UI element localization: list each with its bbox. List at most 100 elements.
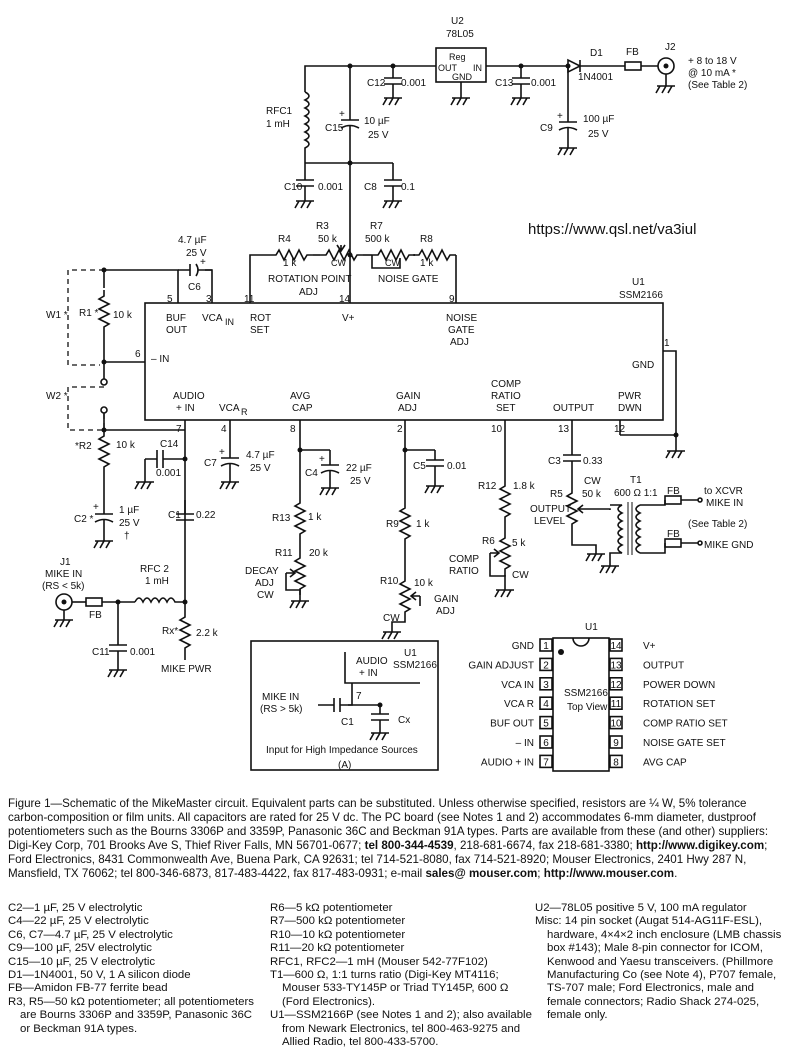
ferrite-bead-fb-out1 [664, 495, 682, 505]
svg-text:0.001: 0.001 [130, 647, 155, 658]
svg-text:C4: C4 [305, 468, 318, 479]
svg-text:– IN: – IN [151, 354, 169, 365]
svg-text:SET: SET [496, 403, 515, 414]
ferrite-bead-fb-out2 [664, 538, 682, 548]
svg-text:4: 4 [221, 424, 227, 435]
svg-text:C6: C6 [188, 282, 201, 293]
parts-list-item: D1—1N4001, 50 V, 1 A silicon diode [8, 969, 191, 982]
svg-text:+ 8 to 18 V: + 8 to 18 V [688, 56, 737, 67]
svg-text:0.01: 0.01 [447, 461, 467, 472]
parts-list-item: R10—10 kΩ potentiometer [270, 928, 406, 941]
pinout-left-pin-box [539, 696, 553, 711]
caption-emphasis: sales@ mouser.com [425, 867, 538, 880]
svg-text:100 µF: 100 µF [583, 114, 614, 125]
parts-list-item: R3, R5—50 kΩ potentiometer; all potentio… [8, 995, 254, 1035]
svg-text:U1: U1 [632, 277, 645, 288]
svg-text:22 µF: 22 µF [346, 463, 372, 474]
svg-text:CAP: CAP [292, 403, 313, 414]
capacitor-c14: C14 0.001 [134, 439, 188, 490]
parts-list-item: C6, C7—4.7 µF, 25 V electrolytic [8, 928, 173, 941]
svg-text:ADJ: ADJ [450, 337, 469, 348]
jumper-w1: W1 * [46, 310, 68, 321]
pinout-left-pin-number: 1 [543, 641, 549, 652]
svg-text:C11: C11 [92, 647, 110, 658]
figure-caption: Figure 1—Schematic of the MikeMaster cir… [8, 797, 780, 881]
pinout-right-pin-label: V+ [643, 641, 656, 652]
r9-ref: R9 [386, 519, 399, 530]
pinout-left-pin-box [539, 657, 553, 672]
svg-text:1 mH: 1 mH [266, 119, 290, 130]
svg-text:14: 14 [339, 294, 351, 305]
voltage-regulator-u2: Reg OUT IN GND U2 78L05 [435, 16, 487, 83]
r12-value: 1.8 k [513, 481, 536, 492]
schematic: https://www.qsl.net/va3iul Reg OUT IN GN… [42, 16, 753, 772]
output-level-label: OUTPUT [530, 504, 571, 515]
svg-text:+: + [319, 454, 325, 465]
r6-cw: CW [512, 570, 529, 581]
xcvr-table-note: (See Table 2) [688, 519, 747, 530]
r10-value: 10 k [414, 578, 434, 589]
parts-list-item: T1—600 Ω, 1:1 turns ratio (Digi-Key MT41… [270, 969, 509, 1008]
fb-j1-label: FB [89, 610, 102, 621]
pinout-right-pin-number: 12 [610, 680, 622, 691]
caption-text: ; Ford Electronics, 8431 Commonwealth Av… [8, 839, 768, 880]
svg-text:†: † [124, 531, 130, 542]
capacitor-c5: C5 0.01 [413, 450, 467, 494]
svg-text:SET: SET [250, 325, 269, 336]
svg-text:2: 2 [397, 424, 403, 435]
rx-ref: Rx* [162, 626, 178, 637]
svg-text:U1: U1 [585, 622, 598, 633]
svg-text:10 µF: 10 µF [364, 116, 390, 127]
mike-pwr-label: MIKE PWR [161, 664, 212, 675]
pinout-left-pin-label: – IN [516, 738, 534, 749]
svg-text:Cx: Cx [398, 715, 410, 726]
svg-text:4.7 µF: 4.7 µF [246, 450, 275, 461]
mike-gnd-label: MIKE GND [704, 540, 753, 551]
connector-j1: J1 MIKE IN (RS < 5k) [42, 557, 85, 628]
parts-list-item: R7—500 kΩ potentiometer [270, 915, 406, 928]
pinout-right-pin-number: 11 [611, 699, 622, 710]
pinout-left-pin-number: 2 [543, 660, 549, 671]
svg-text:OUT: OUT [166, 325, 187, 336]
svg-text:C9: C9 [540, 123, 553, 134]
r1-ref: R1 * [79, 308, 99, 319]
parts-list-item: R6—5 kΩ potentiometer [270, 902, 393, 914]
svg-text:25 V: 25 V [350, 476, 371, 487]
svg-text:ROT: ROT [250, 313, 271, 324]
svg-text:C5: C5 [413, 461, 426, 472]
r5-value: 50 k [582, 489, 602, 500]
svg-text:1N4001: 1N4001 [578, 72, 613, 83]
svg-text:7: 7 [356, 691, 362, 702]
pinout-left-pin-number: 7 [543, 757, 549, 768]
pinout-right-pin-box [609, 735, 623, 749]
rx-value: 2.2 k [196, 628, 219, 639]
svg-text:C14: C14 [160, 439, 179, 450]
svg-text:OUTPUT: OUTPUT [553, 403, 594, 414]
svg-text:600 Ω 1:1: 600 Ω 1:1 [614, 488, 658, 499]
svg-text:C12: C12 [367, 78, 386, 89]
svg-text:0.001: 0.001 [531, 78, 556, 89]
pinout-right-pin-label: COMP RATIO SET [643, 719, 728, 730]
svg-text:1 µF: 1 µF [119, 505, 139, 516]
capacitor-c4: + C4 22 µF 25 V [305, 450, 372, 496]
r13-value: 1 k [308, 512, 322, 523]
pinout-left-pin-box [539, 754, 553, 769]
svg-text:9: 9 [449, 294, 455, 305]
svg-text:@ 10 mA *: @ 10 mA * [688, 68, 736, 79]
pinout-left-pin-box [539, 715, 553, 730]
pinout-left-pin-box [539, 676, 553, 691]
pinout-right-pin-box [609, 715, 623, 730]
r5-cw: CW [584, 476, 601, 487]
comp-ratio-label-2: RATIO [449, 566, 479, 577]
svg-text:(RS > 5k): (RS > 5k) [260, 704, 303, 715]
svg-text:SSM2166: SSM2166 [619, 290, 663, 301]
svg-text:Input for High Impedance Sourc: Input for High Impedance Sources [266, 745, 418, 756]
parts-list-item: RFC1, RFC2—1 mH (Mouser 542-77F102) [270, 955, 488, 968]
pinout-right-pin-label: AVG CAP [643, 757, 687, 768]
parts-list-item: U1—SSM2166P (see Notes 1 and 2); also av… [270, 1009, 532, 1049]
pinout-left-pin-label: VCA IN [501, 680, 534, 691]
connector-j2: J2 + 8 to 18 V @ 10 mA * (See Table 2) [655, 42, 747, 94]
pinout-left-pin-box [539, 735, 553, 749]
svg-text:MIKE IN: MIKE IN [45, 569, 82, 580]
caption-text: ; [537, 867, 544, 880]
